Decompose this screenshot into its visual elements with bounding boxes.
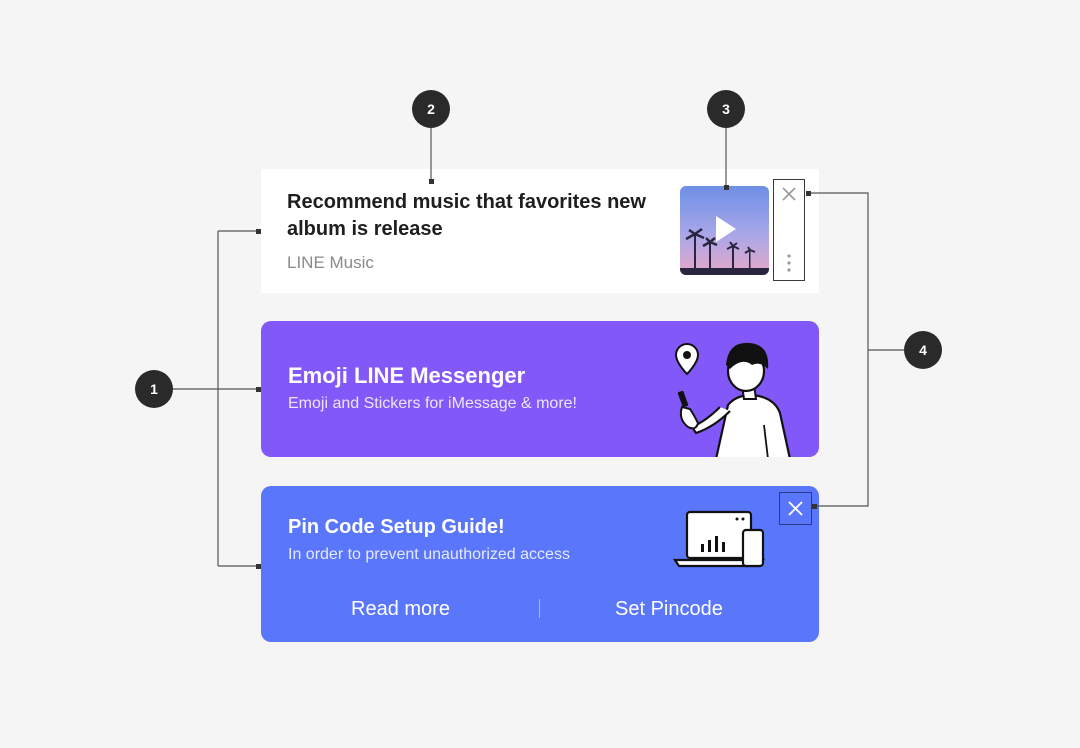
- card-controls-highlight: [773, 179, 805, 281]
- music-card-source: LINE Music: [287, 253, 374, 272]
- close-icon[interactable]: [779, 184, 799, 204]
- read-more-button[interactable]: Read more: [351, 598, 450, 620]
- album-thumbnail[interactable]: [680, 186, 769, 275]
- pin-card-subtitle: In order to prevent unauthorized access: [288, 546, 570, 563]
- annotation-badge-2: 2: [412, 90, 450, 128]
- music-card-title: Recommend music that favorites new album…: [287, 191, 646, 240]
- person-with-phone-illustration: [674, 342, 791, 457]
- music-recommendation-card[interactable]: Recommend music that favorites new album…: [261, 169, 819, 293]
- pin-card-title: Pin Code Setup Guide!: [288, 516, 505, 538]
- emoji-card-title: Emoji LINE Messenger: [288, 363, 526, 388]
- play-icon: [716, 216, 736, 242]
- pin-code-guide-card[interactable]: Pin Code Setup Guide! In order to preven…: [261, 486, 819, 642]
- close-icon[interactable]: [784, 497, 806, 519]
- emoji-promo-card[interactable]: Emoji LINE Messenger Emoji and Stickers …: [261, 321, 819, 457]
- annotation-badge-4: 4: [904, 331, 942, 369]
- pin-close-highlight: [779, 492, 812, 525]
- more-vertical-icon[interactable]: [779, 252, 799, 274]
- annotation-badge-1: 1: [135, 370, 173, 408]
- emoji-card-subtitle: Emoji and Stickers for iMessage & more!: [288, 395, 577, 412]
- annotation-badge-3: 3: [707, 90, 745, 128]
- laptop-phone-illustration: [673, 510, 766, 568]
- button-divider: [539, 599, 540, 618]
- set-pincode-button[interactable]: Set Pincode: [615, 598, 723, 620]
